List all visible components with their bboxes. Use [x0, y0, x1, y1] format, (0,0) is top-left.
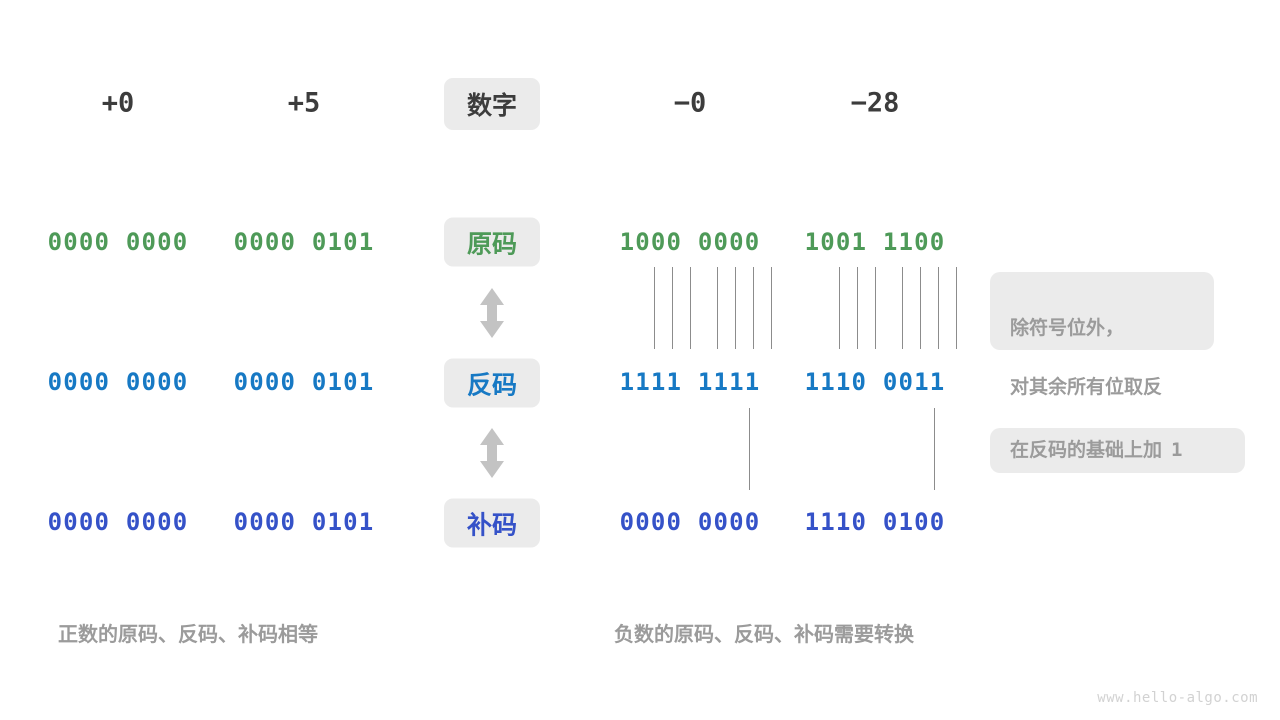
buma-value-plus-five: 0000 0101	[233, 508, 375, 536]
header-number-minus-twentyeight: −28	[850, 87, 900, 119]
header-label-number: 数字	[444, 78, 540, 130]
flip-tick	[839, 267, 840, 349]
carry-tick	[749, 408, 750, 490]
note-invert-line1: 除符号位外，	[1010, 318, 1125, 340]
buma-value-plus-zero: 0000 0000	[47, 508, 189, 536]
note-invert-bits: 除符号位外， 对其余所有位取反	[990, 272, 1214, 398]
flip-tick	[857, 267, 858, 349]
double-arrow-icon-fanma-buma	[477, 426, 507, 480]
fanma-value-minus-zero: 1111 1111	[619, 368, 761, 396]
note-invert-line2: 对其余所有位取反	[1010, 377, 1163, 399]
flip-tick	[875, 267, 876, 349]
flip-tick	[672, 267, 673, 349]
flip-tick	[735, 267, 736, 349]
yuanma-value-minus-twentyeight: 1001 1100	[804, 228, 946, 256]
caption-positive-numbers: 正数的原码、反码、补码相等	[58, 624, 318, 646]
yuanma-value-minus-zero: 1000 0000	[619, 228, 761, 256]
yuanma-value-plus-five: 0000 0101	[233, 228, 375, 256]
row-label-yuanma: 原码	[444, 217, 540, 267]
row-label-fanma: 反码	[444, 358, 540, 408]
header-number-minus-zero: −0	[673, 87, 707, 119]
flip-tick	[902, 267, 903, 349]
flip-tick	[654, 267, 655, 349]
note-add-one: 在反码的基础上加 1	[990, 428, 1245, 473]
double-arrow-icon-yuanma-fanma	[477, 286, 507, 340]
fanma-value-plus-zero: 0000 0000	[47, 368, 189, 396]
flip-tick	[771, 267, 772, 349]
header-number-plus-zero: +0	[101, 87, 135, 119]
flip-tick	[717, 267, 718, 349]
flip-tick	[753, 267, 754, 349]
note-add-one-text: 在反码的基础上加	[1010, 439, 1163, 461]
header-number-plus-five: +5	[287, 87, 321, 119]
flip-tick	[956, 267, 957, 349]
flip-tick	[938, 267, 939, 349]
site-watermark: www.hello-algo.com	[1097, 690, 1258, 706]
buma-value-minus-twentyeight: 1110 0100	[804, 508, 946, 536]
fanma-value-minus-twentyeight: 1110 0011	[804, 368, 946, 396]
yuanma-value-plus-zero: 0000 0000	[47, 228, 189, 256]
fanma-value-plus-five: 0000 0101	[233, 368, 375, 396]
row-label-buma: 补码	[444, 498, 540, 548]
caption-negative-numbers: 负数的原码、反码、补码需要转换	[614, 624, 914, 646]
carry-tick	[934, 408, 935, 490]
flip-tick	[920, 267, 921, 349]
buma-value-minus-zero: 0000 0000	[619, 508, 761, 536]
flip-tick	[690, 267, 691, 349]
note-add-one-value: 1	[1171, 438, 1183, 461]
